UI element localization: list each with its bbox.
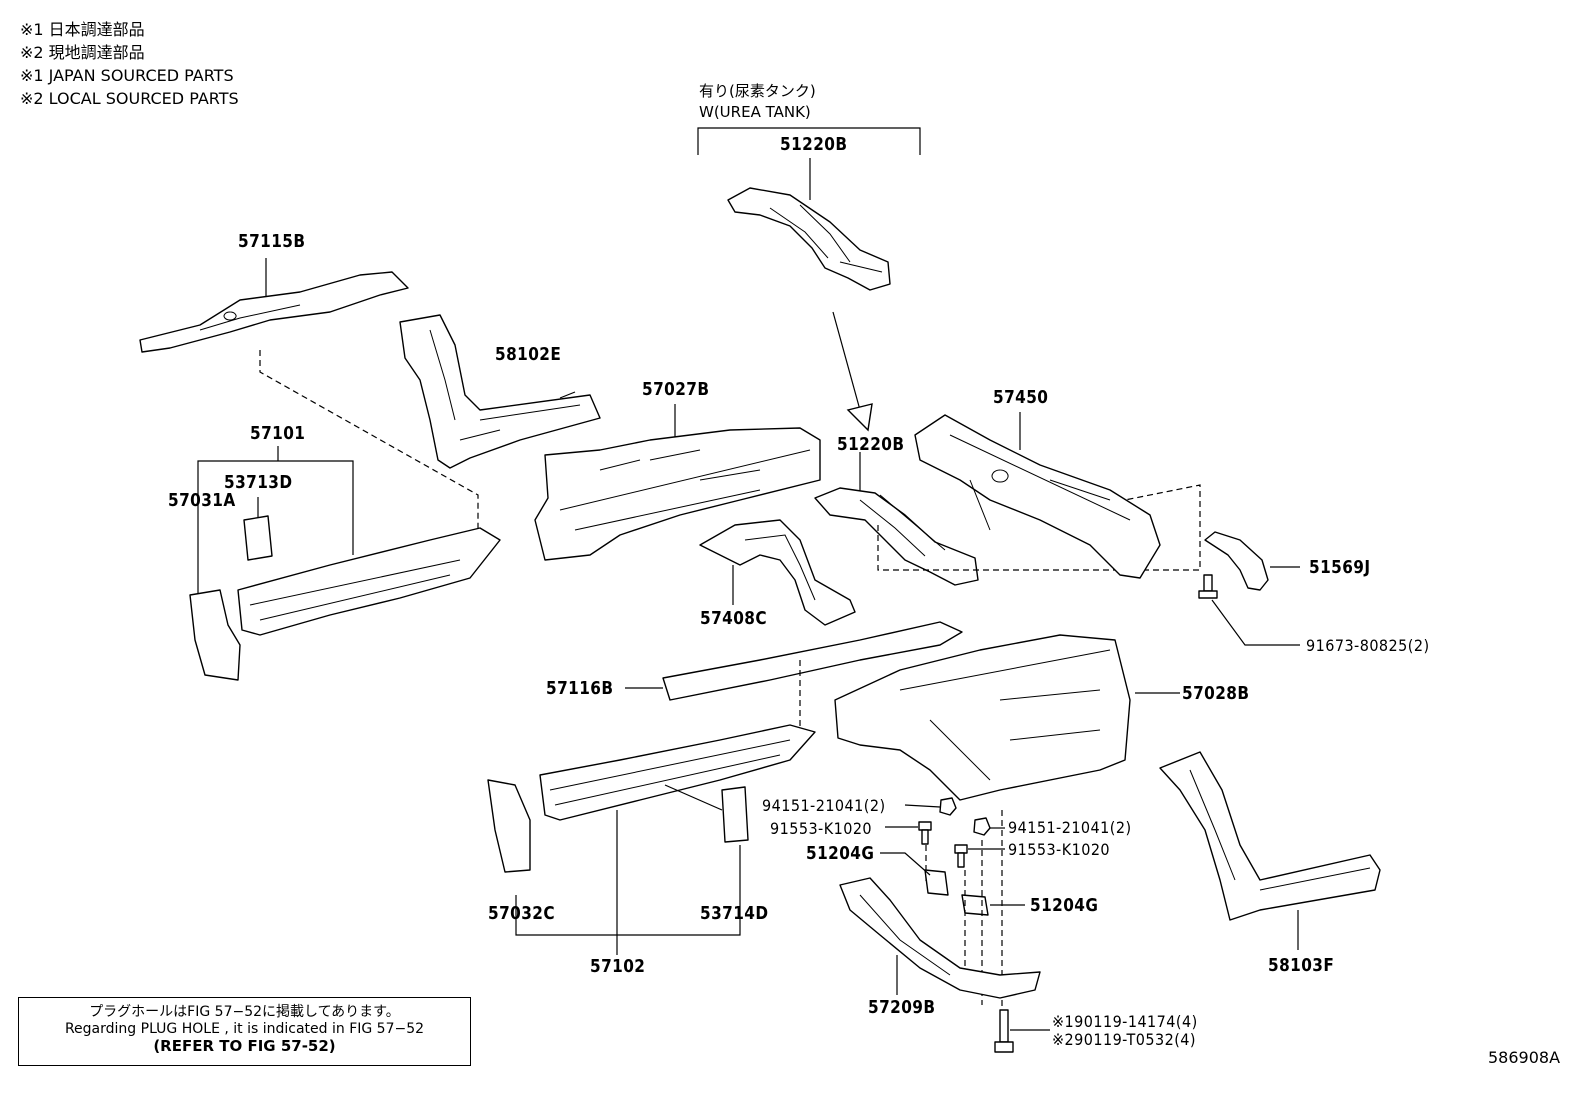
bolt-91553-right	[954, 844, 968, 868]
note-line: ※1 日本調達部品	[20, 20, 145, 39]
label-90119-T0532: ※290119-T0532(4)	[1052, 1030, 1196, 1049]
part-58102E	[399, 314, 601, 469]
bracket-57101	[197, 460, 354, 595]
nut-94151-right	[973, 817, 991, 836]
urea-header-jp: 有り(尿素タンク)	[699, 82, 816, 100]
part-51569J	[1204, 531, 1269, 591]
note-line: ※2 現地調達部品	[20, 43, 145, 62]
part-58103F	[1159, 751, 1381, 921]
bolt-90119	[994, 1009, 1014, 1053]
part-57209B	[839, 877, 1041, 999]
part-57115B	[139, 271, 409, 353]
label-53714D: 53714D	[700, 903, 769, 924]
part-57027B	[534, 427, 821, 561]
part-57408C	[699, 519, 856, 626]
label-51220B-mid: 51220B	[837, 434, 905, 455]
leader-53714D-link	[664, 784, 723, 811]
bracket-51204G-left	[924, 869, 949, 896]
label-57027B: 57027B	[642, 379, 710, 400]
nut-94151-left	[939, 797, 957, 816]
bracket-51204G-right	[961, 894, 989, 916]
label-57102: 57102	[590, 956, 646, 977]
urea-bracket-line	[697, 127, 921, 155]
leader-51204G-left	[880, 852, 931, 876]
label-53713D: 53713D	[224, 472, 293, 493]
bracket-57102	[515, 845, 741, 936]
part-57101	[237, 527, 501, 636]
part-57450	[914, 414, 1161, 579]
urea-header-en: W(UREA TANK)	[699, 103, 811, 121]
label-57032C: 57032C	[488, 903, 556, 924]
label-58103F: 58103F	[1268, 955, 1335, 976]
part-57031A	[189, 589, 241, 681]
label-91673-80825: 91673-80825(2)	[1306, 636, 1430, 655]
part-57116B	[662, 621, 963, 701]
reference-jp: プラグホールはFIG 57−52に掲載してあります。	[89, 1004, 400, 1020]
label-51569J: 51569J	[1309, 557, 1371, 578]
label-91553-right: 91553-K1020	[1008, 840, 1111, 859]
label-57450: 57450	[993, 387, 1049, 408]
label-51220B-top: 51220B	[780, 134, 848, 155]
label-91553-left: 91553-K1020	[770, 819, 873, 838]
reference-refer: (REFER TO FIG 57-52)	[153, 1037, 336, 1055]
figure-id: 586908A	[1488, 1048, 1561, 1067]
leader-58102E	[559, 391, 576, 399]
part-53713D	[243, 515, 273, 561]
label-51204G-right: 51204G	[1030, 895, 1099, 916]
leader-91673	[1211, 599, 1300, 646]
note-line: ※1 JAPAN SOURCED PARTS	[20, 66, 234, 85]
label-57031A: 57031A	[168, 490, 236, 511]
part-57032C	[487, 779, 531, 873]
label-57115B: 57115B	[238, 231, 306, 252]
part-51220B-top	[727, 187, 891, 291]
part-57028B	[834, 634, 1131, 801]
label-58102E: 58102E	[495, 344, 562, 365]
note-line: ※2 LOCAL SOURCED PARTS	[20, 89, 239, 108]
part-53714D	[721, 786, 749, 843]
part-51220B-mid	[814, 487, 979, 586]
part-57102	[539, 724, 816, 821]
leader-94151-left	[904, 804, 941, 808]
label-57028B: 57028B	[1182, 683, 1250, 704]
arrow-down	[832, 311, 873, 432]
label-90119-14174: ※190119-14174(4)	[1052, 1012, 1198, 1031]
label-57116B: 57116B	[546, 678, 614, 699]
dash-57115B	[259, 350, 479, 535]
reference-en: Regarding PLUG HOLE , it is indicated in…	[64, 1021, 425, 1037]
label-57408C: 57408C	[700, 608, 768, 629]
bolt-91553-left	[918, 821, 932, 845]
sourcing-notes: ※1 日本調達部品 ※2 現地調達部品 ※1 JAPAN SOURCED PAR…	[20, 18, 239, 110]
label-57101: 57101	[250, 423, 306, 444]
dash-51220B-mid	[877, 484, 1201, 571]
label-94151-right: 94151-21041(2)	[1008, 818, 1132, 837]
bolt-91673	[1198, 574, 1218, 599]
plug-hole-reference-box: プラグホールはFIG 57−52に掲載してあります。 Regarding PLU…	[18, 997, 471, 1066]
label-94151-left: 94151-21041(2)	[762, 796, 886, 815]
label-57209B: 57209B	[868, 997, 936, 1018]
label-51204G-left: 51204G	[806, 843, 875, 864]
